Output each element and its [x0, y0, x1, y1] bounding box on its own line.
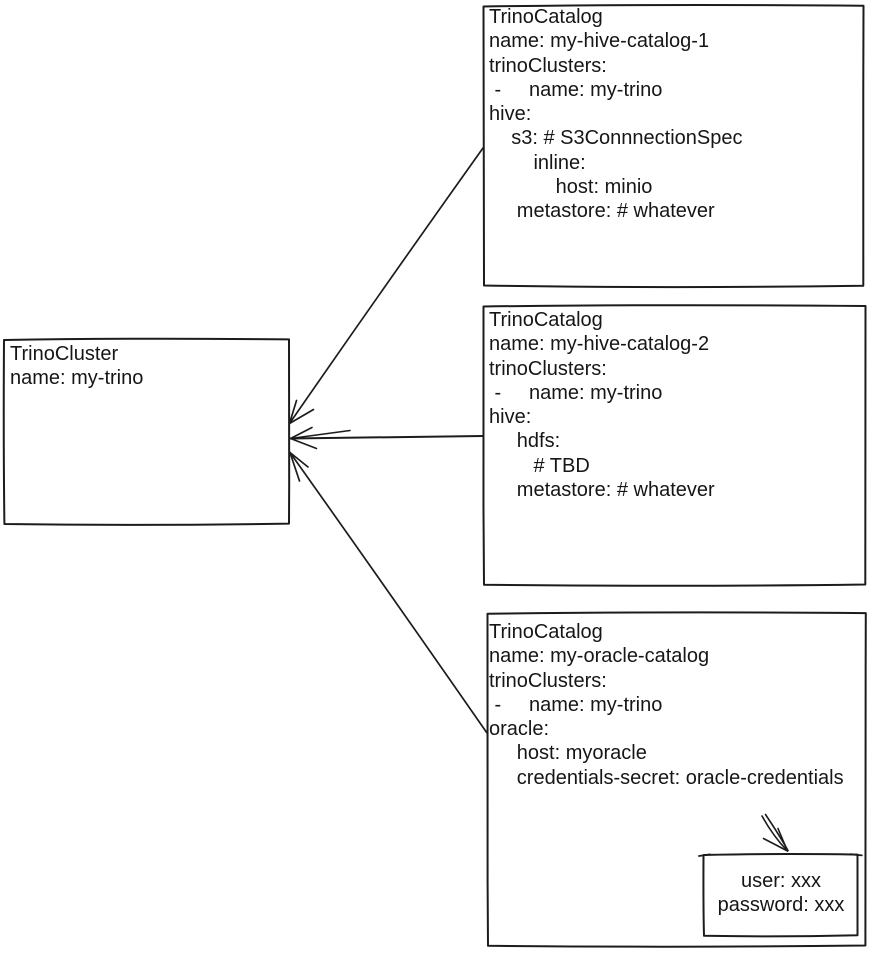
secret-box-text: user: xxx password: xxx: [717, 870, 845, 917]
secret-box-outline: [702, 853, 859, 938]
edge-catalog3-to-cluster: [289, 451, 488, 734]
trino-catalog-1-text: TrinoCatalog name: my-hive-catalog-1 tri…: [489, 6, 743, 223]
trino-catalog-2-text: TrinoCatalog name: my-hive-catalog-2 tri…: [489, 309, 715, 502]
secret-box-corner-sketch: [698, 853, 863, 857]
arrowhead-catalog3-icon: [289, 451, 309, 482]
arrowhead-catalog2-icon: [289, 426, 351, 450]
edge-catalog2-to-cluster: [289, 435, 484, 440]
arrowhead-catalog1-icon: [288, 399, 315, 425]
trino-cluster-text: TrinoCluster name: my-trino: [10, 343, 144, 390]
trino-catalog-1-box-outline: [482, 3, 865, 289]
trino-catalog-3-text: TrinoCatalog name: my-oracle-catalog tri…: [489, 621, 844, 789]
trino-catalog-2-box-outline: [482, 304, 867, 587]
edge-catalog1-to-cluster: [288, 147, 484, 425]
trino-cluster-box-outline: [2, 337, 291, 526]
arrowhead-secret-icon: [762, 827, 789, 852]
